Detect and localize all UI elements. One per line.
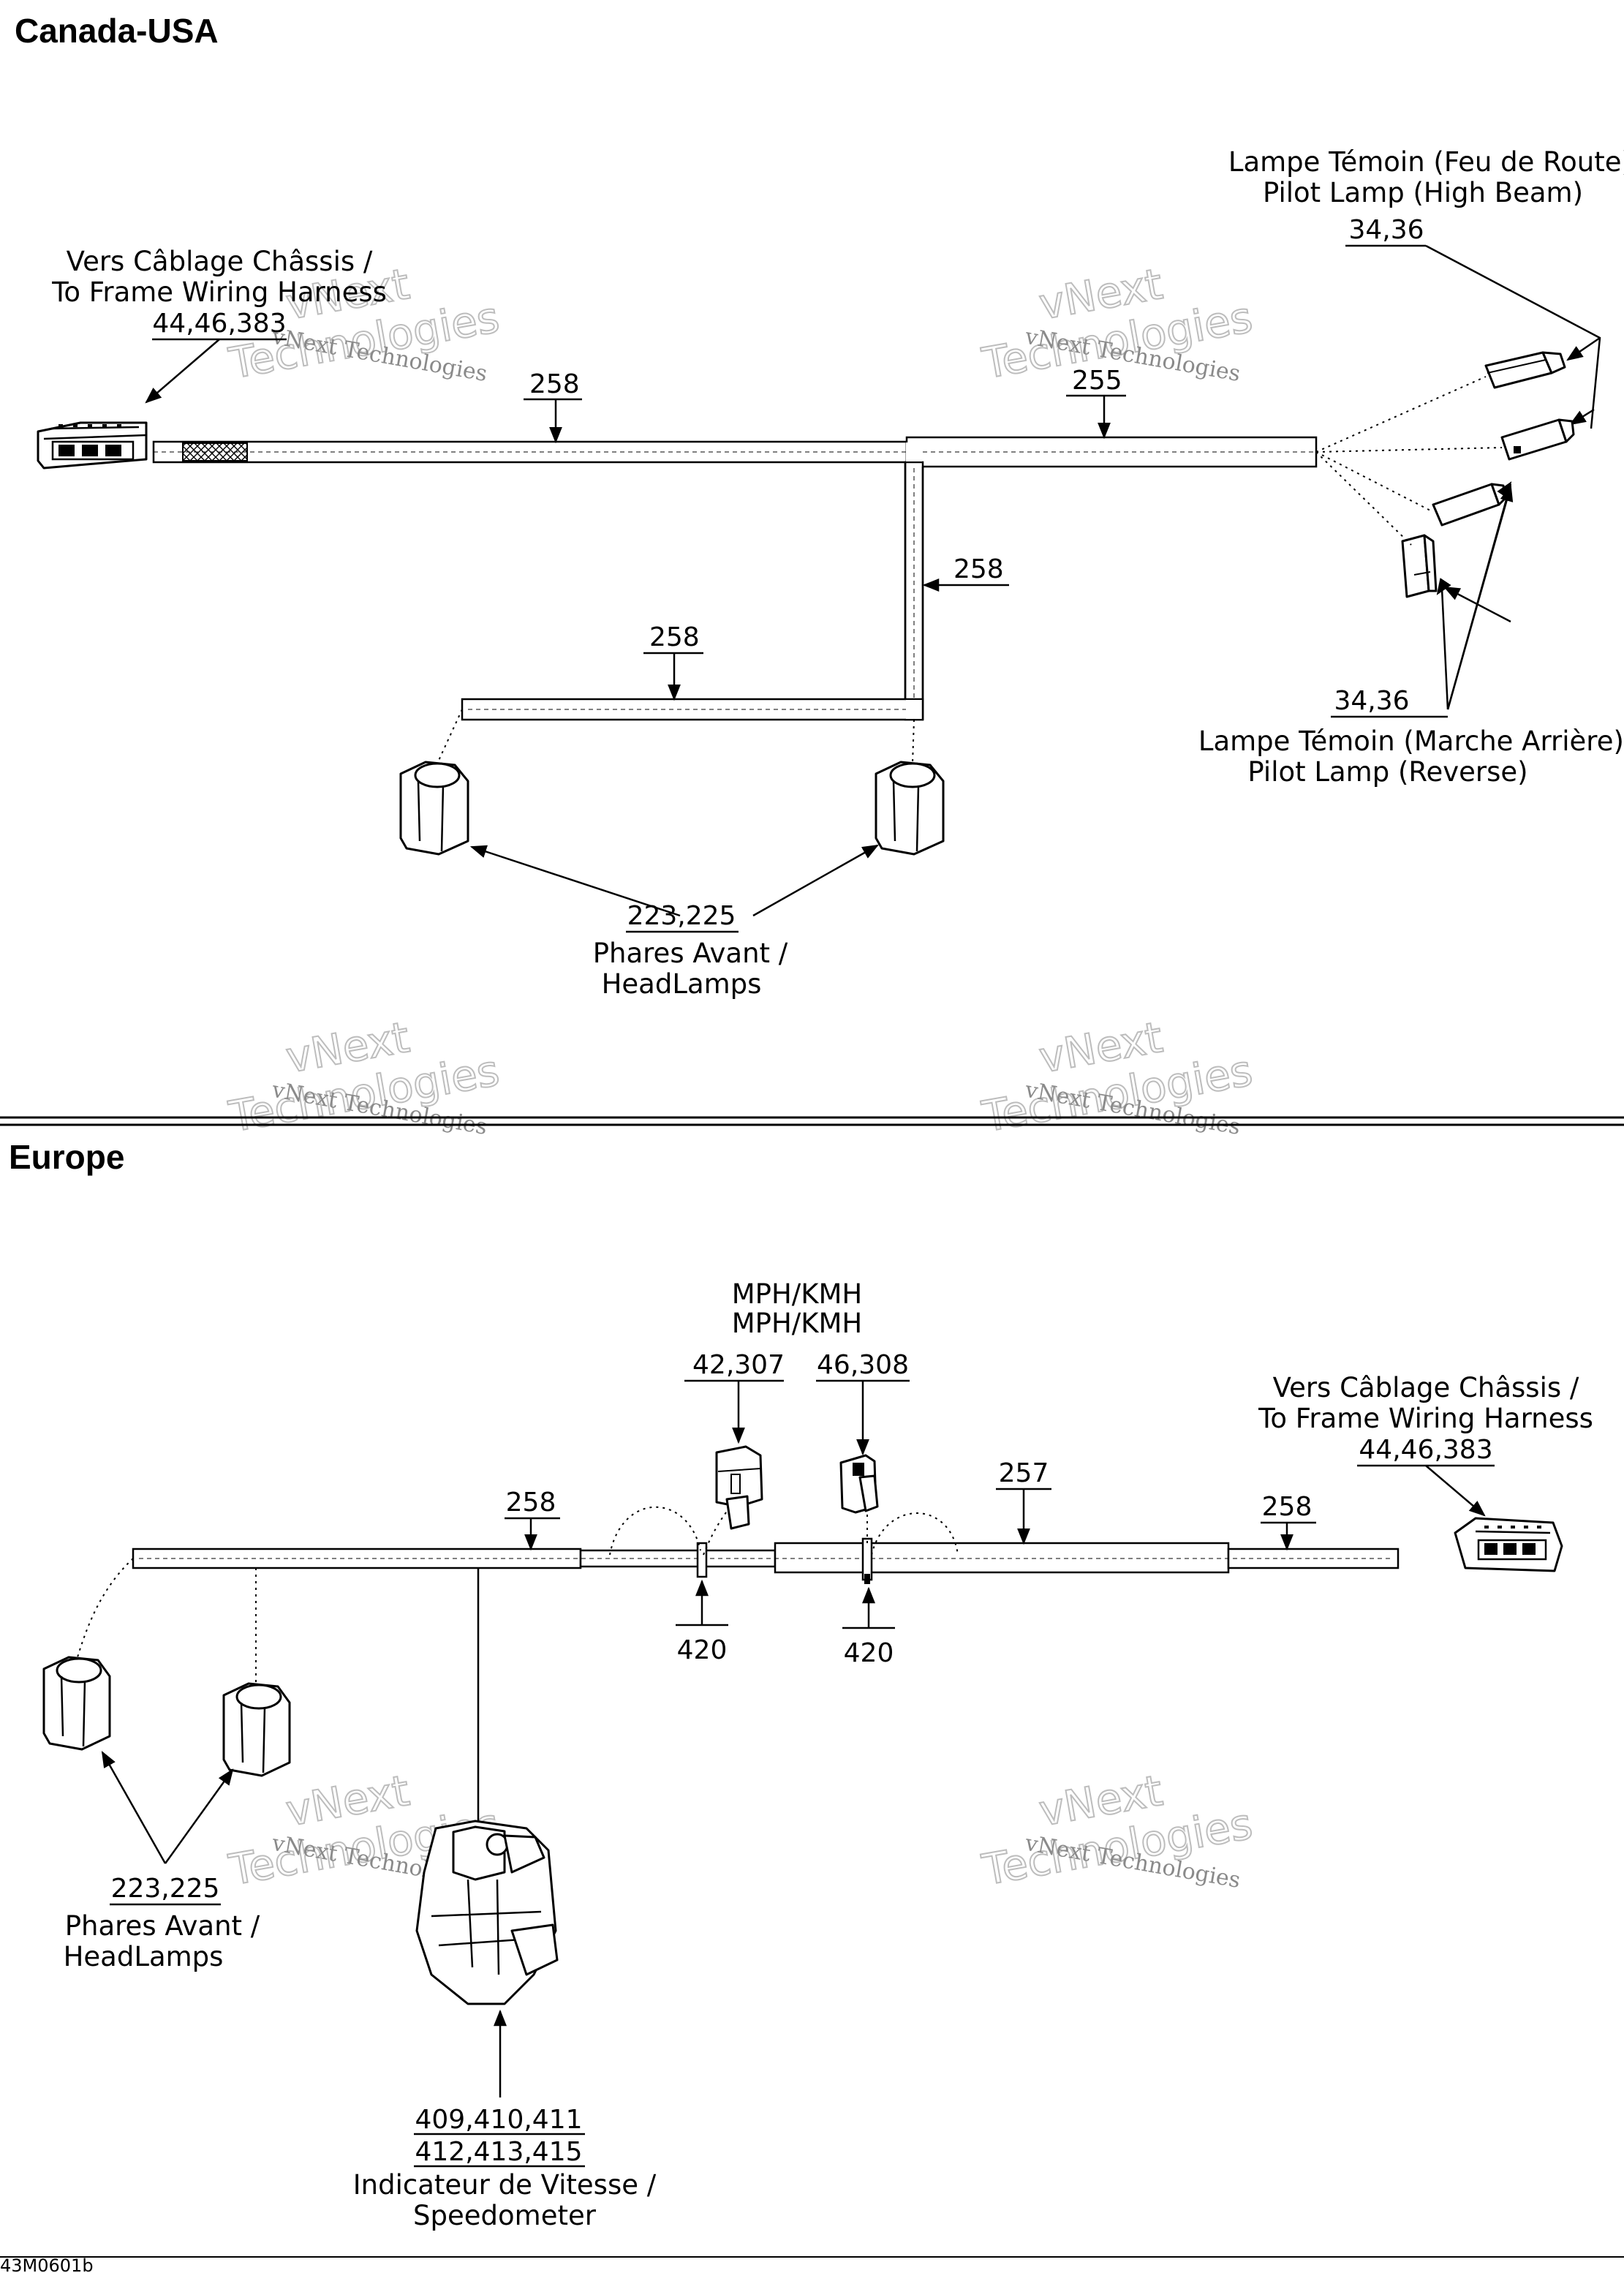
headlamps-label-europe: 223,225 Phares Avant / HeadLamps: [64, 1751, 260, 1972]
svg-text:42,307: 42,307: [692, 1350, 785, 1380]
svg-text:Indicateur de Vitesse /: Indicateur de Vitesse /: [353, 2169, 657, 2201]
pilot-lamp-connector-3: [1432, 483, 1506, 527]
headlamp-connector-right: [875, 761, 945, 856]
pilot-lamp-connector-1: [1484, 351, 1566, 389]
svg-text:255: 255: [1072, 366, 1122, 396]
section-title-europe: Europe: [9, 1138, 124, 1176]
headlamp-leads-canada: [437, 709, 915, 764]
svg-text:Phares Avant /: Phares Avant /: [65, 1910, 260, 1942]
svg-text:34,36: 34,36: [1348, 215, 1424, 245]
frame-harness-connector: [37, 421, 148, 470]
svg-text:Vers Câblage Châssis /: Vers Câblage Châssis /: [1273, 1372, 1579, 1403]
pilot-lamp-connector-4: [1401, 534, 1438, 598]
svg-text:223,225: 223,225: [627, 901, 736, 931]
svg-text:223,225: 223,225: [111, 1874, 220, 1904]
svg-text:258: 258: [1262, 1492, 1313, 1522]
speedometer-connector: [415, 1820, 559, 2005]
mph-kmh-label: MPH/KMH MPH/KMH 42,307 46,308: [684, 1278, 910, 1456]
svg-text:MPH/KMH: MPH/KMH: [732, 1308, 863, 1339]
wire-label-255: 255: [1066, 366, 1126, 440]
frame-harness-connector-europe: [1454, 1517, 1563, 1572]
svg-text:420: 420: [844, 1638, 894, 1668]
svg-text:Speedometer: Speedometer: [413, 2200, 597, 2231]
splice-label-420-left: 420: [676, 1579, 728, 1665]
svg-text:258: 258: [649, 622, 700, 652]
mph-connector-left: [715, 1445, 763, 1530]
wire-label-258-branch: 258: [643, 622, 703, 701]
svg-text:34,36: 34,36: [1334, 686, 1409, 716]
svg-text:MPH/KMH: MPH/KMH: [732, 1278, 863, 1310]
mph-connector-right: [839, 1454, 879, 1514]
svg-text:44,46,383: 44,46,383: [152, 309, 286, 339]
wire-label-257: 257: [996, 1458, 1051, 1545]
svg-text:Lampe Témoin (Marche Arrière): Lampe Témoin (Marche Arrière) /: [1198, 725, 1624, 757]
svg-text:To Frame Wiring Harness: To Frame Wiring Harness: [51, 276, 387, 308]
wire-label-258-vertical: 258: [922, 554, 1009, 592]
pilot-lamp-leads: [1315, 376, 1503, 546]
pilot-lamp-reverse-label: 34,36 Lampe Témoin (Marche Arrière) / Pi…: [1198, 481, 1624, 788]
frame-harness-label-canada: Vers Câblage Châssis / To Frame Wiring H…: [51, 246, 387, 404]
splice-loops: [609, 1499, 959, 1556]
svg-text:258: 258: [953, 554, 1004, 584]
drawing-code: 43M0601b: [0, 2255, 94, 2273]
headlamp-connector-europe-2: [222, 1682, 291, 1777]
svg-text:To Frame Wiring Harness: To Frame Wiring Harness: [1258, 1403, 1593, 1434]
section-title-canada-usa: Canada-USA: [15, 12, 219, 50]
frame-harness-label-europe: Vers Câblage Châssis / To Frame Wiring H…: [1258, 1372, 1593, 1517]
wire-label-258-europe-left: 258: [505, 1488, 560, 1551]
svg-text:258: 258: [529, 369, 580, 399]
svg-text:258: 258: [506, 1488, 556, 1518]
svg-text:420: 420: [677, 1635, 728, 1665]
svg-text:257: 257: [999, 1458, 1049, 1488]
headlamp-connector-left: [399, 761, 469, 856]
svg-text:412,413,415: 412,413,415: [415, 2137, 582, 2167]
svg-text:44,46,383: 44,46,383: [1359, 1435, 1492, 1465]
svg-text:Phares Avant /: Phares Avant /: [593, 938, 788, 969]
svg-text:Pilot Lamp (High Beam): Pilot Lamp (High Beam): [1263, 177, 1583, 208]
section-divider: [0, 1116, 1624, 1126]
harness-canada-main: [152, 436, 1318, 721]
svg-text:HeadLamps: HeadLamps: [64, 1941, 224, 1972]
speedometer-label: 409,410,411 412,413,415 Indicateur de Vi…: [353, 2009, 657, 2231]
pilot-lamp-connector-2: [1500, 418, 1575, 461]
splice-label-420-right: 420: [842, 1586, 895, 1668]
wire-label-258-main: 258: [524, 369, 582, 444]
wire-label-258-europe-right: 258: [1261, 1492, 1316, 1551]
pilot-lamp-high-beam-label: Lampe Témoin (Feu de Route) / Pilot Lamp…: [1228, 146, 1624, 429]
svg-text:Vers Câblage Châssis /: Vers Câblage Châssis /: [67, 246, 373, 277]
watermarks: vNext Technologies vNext Technologies vN…: [224, 258, 1257, 1896]
svg-text:409,410,411: 409,410,411: [415, 2105, 582, 2135]
headlamps-label-canada: 223,225 Phares Avant / HeadLamps: [469, 844, 879, 1000]
svg-text:Pilot Lamp (Reverse): Pilot Lamp (Reverse): [1247, 756, 1527, 788]
svg-text:46,308: 46,308: [817, 1350, 909, 1380]
headlamp-leads-europe: [77, 1558, 257, 1684]
harness-europe-main: [132, 1537, 1400, 1872]
svg-text:HeadLamps: HeadLamps: [602, 968, 762, 1000]
svg-text:Lampe Témoin (Feu de Route) /: Lampe Témoin (Feu de Route) /: [1228, 146, 1624, 178]
headlamp-connector-europe-1: [42, 1656, 111, 1751]
